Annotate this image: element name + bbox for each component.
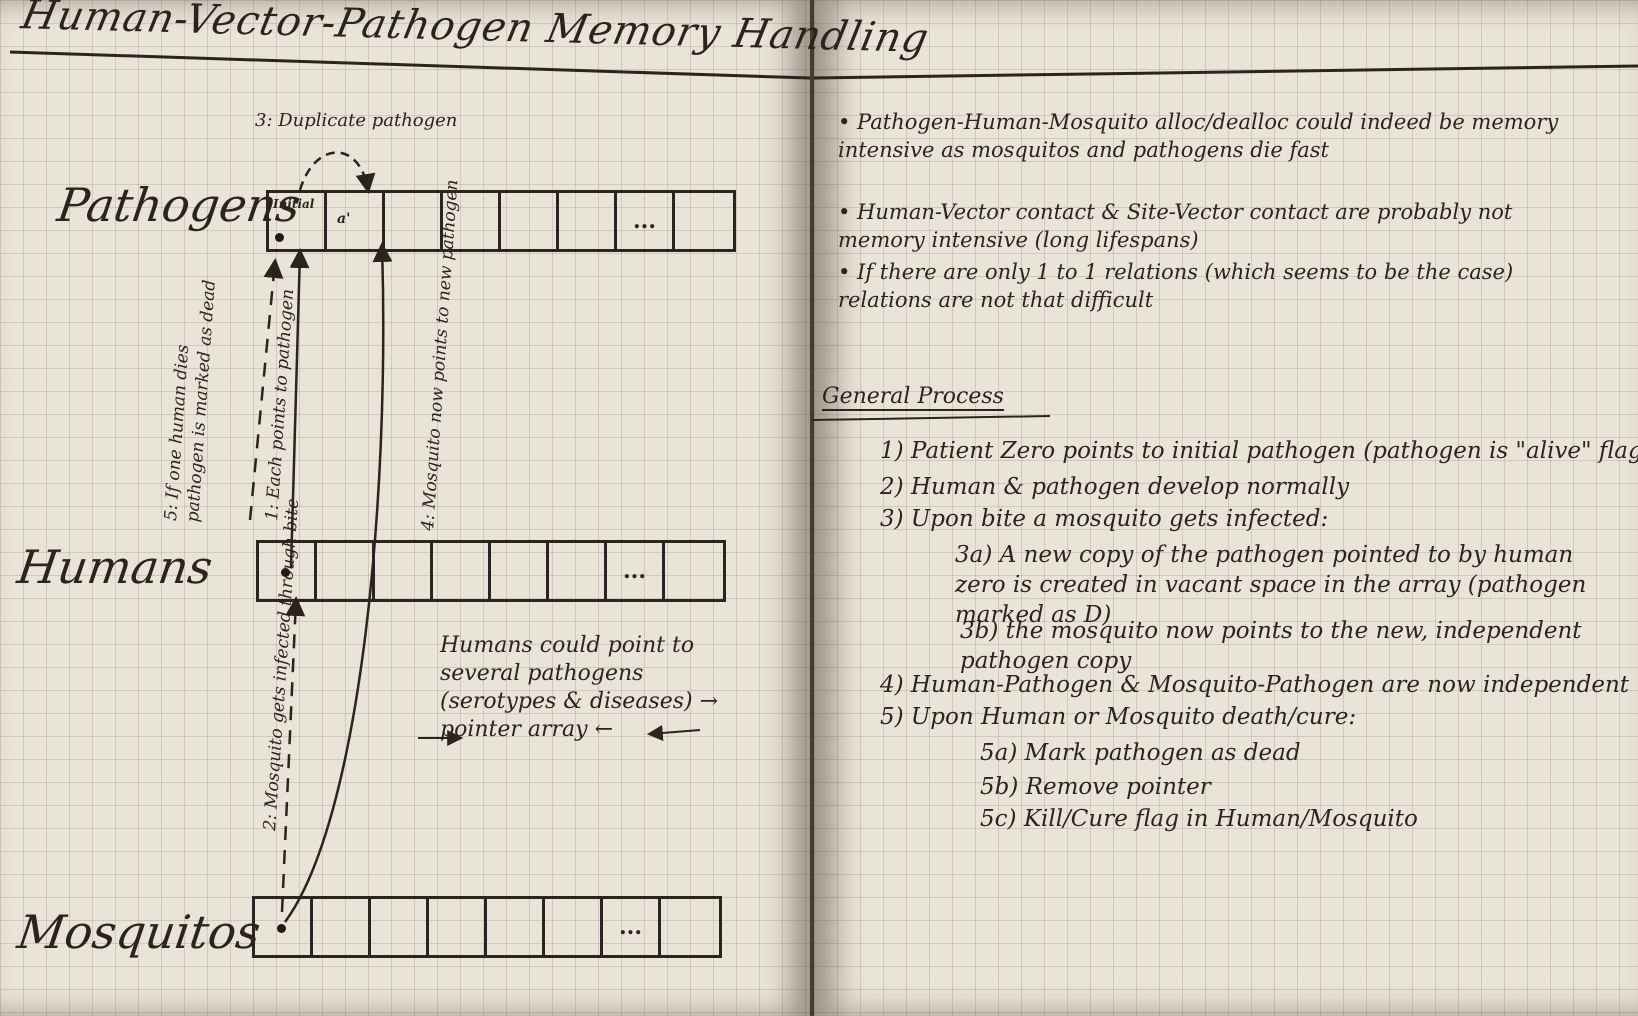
step-number: 1) [880, 438, 911, 464]
row-label-mosquitos: Mosquitos [14, 905, 264, 959]
process-step: 5a) Mark pathogen as dead [980, 740, 1301, 766]
step-text: A new copy of the pathogen pointed to by… [955, 542, 1587, 628]
pathogen-cell-ellipsis: ... [617, 193, 675, 249]
mosquito-cell [371, 899, 429, 955]
human-cell [375, 543, 433, 599]
step-text: Kill/Cure flag in Human/Mosquito [1023, 806, 1418, 832]
step-number: 3a) [955, 542, 1000, 568]
bullet-item: • If there are only 1 to 1 relations (wh… [838, 260, 1514, 312]
pathogen-cell [443, 193, 501, 249]
row-label-humans: Humans [14, 540, 216, 594]
pathogen-cell-initial: Initial [269, 193, 327, 249]
copy-label: a' [337, 211, 351, 227]
initial-label: Initial [273, 197, 315, 211]
mosquito-cell [429, 899, 487, 955]
mosquitos-array: ... [252, 896, 722, 958]
mosquito-cell-ellipsis: ... [603, 899, 661, 955]
human-cell-ellipsis: ... [607, 543, 665, 599]
general-process-heading: General Process [822, 384, 1004, 411]
process-step: 3) Upon bite a mosquito gets infected: [880, 506, 1328, 532]
step-text: Human & pathogen develop normally [910, 474, 1350, 500]
side-note-pointer-array: Humans could point to several pathogens … [440, 633, 719, 742]
process-step: 5b) Remove pointer [980, 774, 1211, 800]
human-cell [665, 543, 723, 599]
step-number: 2) [880, 474, 911, 500]
mosquito-cell [545, 899, 603, 955]
step-text: Remove pointer [1025, 774, 1211, 800]
process-step: 1) Patient Zero points to initial pathog… [880, 438, 1638, 464]
process-step: 2) Human & pathogen develop normally [880, 474, 1349, 500]
pathogen-cell [559, 193, 617, 249]
step-number: 5a) [980, 740, 1025, 766]
step-text: Patient Zero points to initial pathogen … [910, 438, 1638, 464]
left-notebook-page [0, 0, 810, 1016]
process-step: 3a) A new copy of the pathogen pointed t… [955, 540, 1595, 630]
right-notebook-page [814, 0, 1638, 1016]
step-number: 3) [880, 506, 911, 532]
step-number: 4) [880, 672, 911, 698]
pointer-dot [275, 233, 284, 242]
process-step: 5) Upon Human or Mosquito death/cure: [880, 704, 1356, 730]
human-cell [433, 543, 491, 599]
human-cell [491, 543, 549, 599]
humans-array: ... [256, 540, 726, 602]
bullet-item: • Human-Vector contact & Site-Vector con… [838, 200, 1513, 252]
step-text: Human-Pathogen & Mosquito-Pathogen are n… [910, 672, 1629, 698]
pathogen-cell [501, 193, 559, 249]
pathogen-cell [385, 193, 443, 249]
human-cell [549, 543, 607, 599]
step-number: 5b) [980, 774, 1026, 800]
mosquito-cell-zero [255, 899, 313, 955]
step-number: 5c) [980, 806, 1024, 832]
step-text: Upon Human or Mosquito death/cure: [910, 704, 1357, 730]
human-cell [317, 543, 375, 599]
process-step: 4) Human-Pathogen & Mosquito-Pathogen ar… [880, 672, 1629, 698]
pathogen-cell-copy: a' [327, 193, 385, 249]
bullet-item: • Pathogen-Human-Mosquito alloc/dealloc … [838, 110, 1559, 162]
process-step: 3b) the mosquito now points to the new, … [960, 616, 1600, 676]
annotation-duplicate: 3: Duplicate pathogen [255, 110, 458, 131]
pointer-dot [277, 924, 286, 933]
step-text: Mark pathogen as dead [1024, 740, 1301, 766]
step-text: the mosquito now points to the new, inde… [960, 618, 1582, 674]
mosquito-cell [487, 899, 545, 955]
step-number: 3b) [960, 618, 1006, 644]
step-text: Upon bite a mosquito gets infected: [910, 506, 1329, 532]
pathogen-cell [675, 193, 733, 249]
mosquito-cell [661, 899, 719, 955]
pathogens-array: Initial a' ... [266, 190, 736, 252]
process-step: 5c) Kill/Cure flag in Human/Mosquito [980, 806, 1418, 832]
step-number: 5) [880, 704, 911, 730]
mosquito-cell [313, 899, 371, 955]
